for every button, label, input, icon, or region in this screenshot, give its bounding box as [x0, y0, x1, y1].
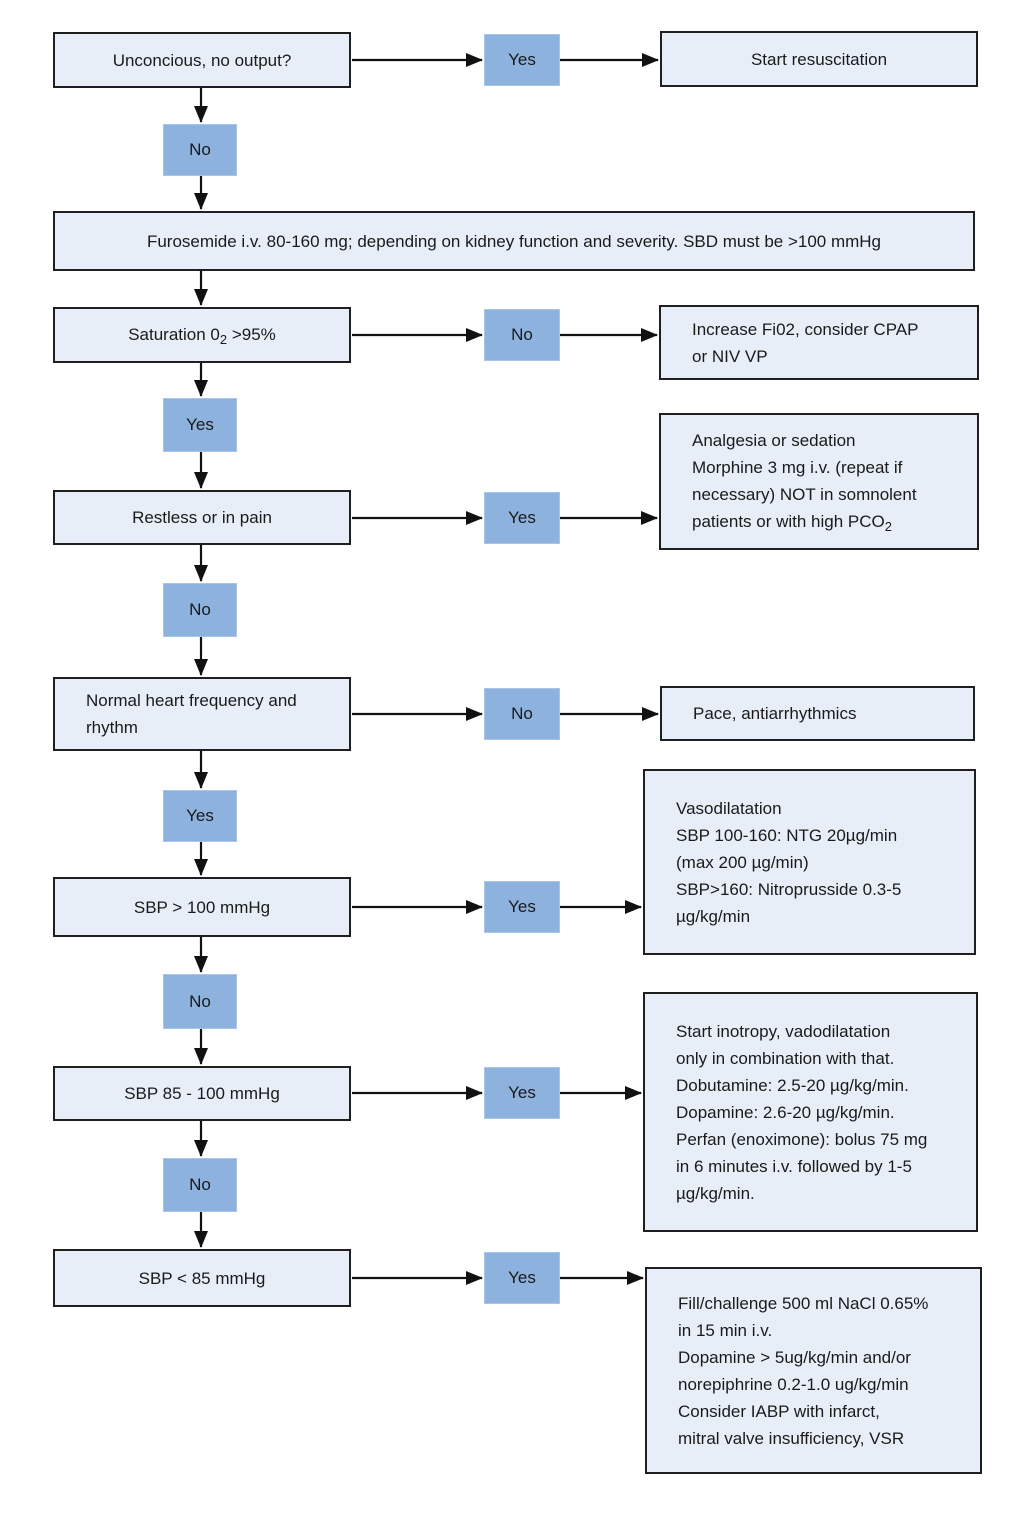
decision-box-sbp-85-100-label: SBP 85 - 100 mmHg: [124, 1084, 280, 1103]
answer-square-no-sbp-85-100-label: No: [189, 1175, 211, 1194]
decision-box-sbp-lt-85: SBP < 85 mmHg: [53, 1249, 351, 1307]
decision-box-normal-heart-rhythm: Normal heart frequency and rhythm: [53, 677, 351, 751]
answer-square-no-saturation: No: [484, 309, 560, 361]
answer-square-no-restless: No: [163, 583, 237, 637]
answer-square-yes-unconscious: Yes: [484, 34, 560, 86]
decision-box-restless-or-pain: Restless or in pain: [53, 490, 351, 545]
saturation-label-sub: 2: [219, 332, 228, 347]
action-box-analgesia-lines: Analgesia or sedation Morphine 3 mg i.v.…: [692, 431, 917, 504]
analgesia-last-line-sub: 2: [884, 519, 892, 534]
answer-square-yes-sbp-gt-100: Yes: [484, 881, 560, 933]
answer-square-no-rhythm-label: No: [511, 704, 533, 723]
answer-square-no-restless-label: No: [189, 600, 211, 619]
action-box-pace-antiarrhythmics: Pace, antiarrhythmics: [660, 686, 975, 741]
decision-box-restless-or-pain-label: Restless or in pain: [132, 508, 272, 527]
action-box-vasodilatation: Vasodilatation SBP 100-160: NTG 20µg/min…: [643, 769, 976, 955]
action-box-fill-challenge-label: Fill/challenge 500 ml NaCl 0.65% in 15 m…: [678, 1293, 929, 1448]
answer-square-no-rhythm: No: [484, 688, 560, 740]
analgesia-last-line-pre: patients or with high PCO: [692, 512, 885, 531]
answer-square-yes-saturation-label: Yes: [186, 415, 214, 434]
answer-square-no-unconscious: No: [163, 124, 237, 176]
decision-box-sbp-gt-100: SBP > 100 mmHg: [53, 877, 351, 937]
action-box-start-resuscitation-label: Start resuscitation: [750, 49, 888, 69]
answer-square-no-sbp-85-100: No: [163, 1158, 237, 1212]
answer-square-yes-restless: Yes: [484, 492, 560, 544]
action-box-analgesia-sedation: Analgesia or sedation Morphine 3 mg i.v.…: [659, 413, 979, 550]
answer-square-no-sbp-gt-100: No: [163, 974, 237, 1029]
answer-square-yes-sbp-lt-85: Yes: [484, 1252, 560, 1304]
action-box-start-resuscitation: Start resuscitation: [660, 31, 978, 87]
action-box-start-inotropy: Start inotropy, vadodilatation only in c…: [643, 992, 978, 1232]
action-box-vasodilatation-label: Vasodilatation SBP 100-160: NTG 20µg/min…: [676, 798, 902, 926]
answer-square-yes-rhythm-label: Yes: [186, 806, 214, 825]
saturation-label-post: >95%: [227, 325, 276, 344]
decision-box-sbp-gt-100-label: SBP > 100 mmHg: [133, 897, 271, 917]
answer-square-yes-sbp-lt-85-label: Yes: [508, 1268, 536, 1287]
decision-box-saturation-o2: Saturation 02 >95%: [53, 307, 351, 363]
answer-square-no-sbp-gt-100-label: No: [189, 991, 211, 1011]
process-box-furosemide-label: Furosemide i.v. 80-160 mg; depending on …: [146, 231, 882, 251]
answer-square-yes-restless-label: Yes: [508, 508, 536, 527]
decision-box-saturation-o2-label: Saturation 02 >95%: [128, 321, 276, 349]
decision-box-sbp-lt-85-label: SBP < 85 mmHg: [138, 1268, 266, 1288]
answer-square-yes-sbp-85-100: Yes: [484, 1067, 560, 1119]
action-box-pace-antiarrhythmics-label: Pace, antiarrhythmics: [693, 704, 857, 723]
answer-square-yes-saturation: Yes: [163, 398, 237, 452]
answer-square-yes-unconscious-label: Yes: [508, 50, 536, 69]
answer-square-yes-sbp-85-100-label: Yes: [508, 1083, 536, 1102]
answer-square-yes-rhythm: Yes: [163, 790, 237, 842]
decision-box-unconscious-no-output: Unconcious, no output?: [53, 32, 351, 88]
answer-square-yes-sbp-gt-100-label: Yes: [508, 897, 536, 916]
action-box-increase-fio2-label: Increase Fi02, consider CPAP or NIV VP: [692, 319, 919, 366]
action-box-start-inotropy-label: Start inotropy, vadodilatation only in c…: [676, 1021, 928, 1203]
answer-square-no-saturation-label: No: [511, 325, 533, 344]
decision-box-sbp-85-100: SBP 85 - 100 mmHg: [53, 1066, 351, 1121]
decision-box-unconscious-label: Unconcious, no output?: [112, 50, 292, 70]
action-box-increase-fio2: Increase Fi02, consider CPAP or NIV VP: [659, 305, 979, 380]
answer-square-no-unconscious-label: No: [189, 140, 211, 159]
saturation-label-pre: Saturation 0: [128, 325, 220, 344]
action-box-fill-challenge: Fill/challenge 500 ml NaCl 0.65% in 15 m…: [645, 1267, 982, 1474]
decision-box-normal-heart-rhythm-label: Normal heart frequency and rhythm: [86, 691, 297, 737]
process-box-furosemide: Furosemide i.v. 80-160 mg; depending on …: [53, 211, 975, 271]
action-box-analgesia-last-line: patients or with high PCO2: [692, 508, 892, 536]
